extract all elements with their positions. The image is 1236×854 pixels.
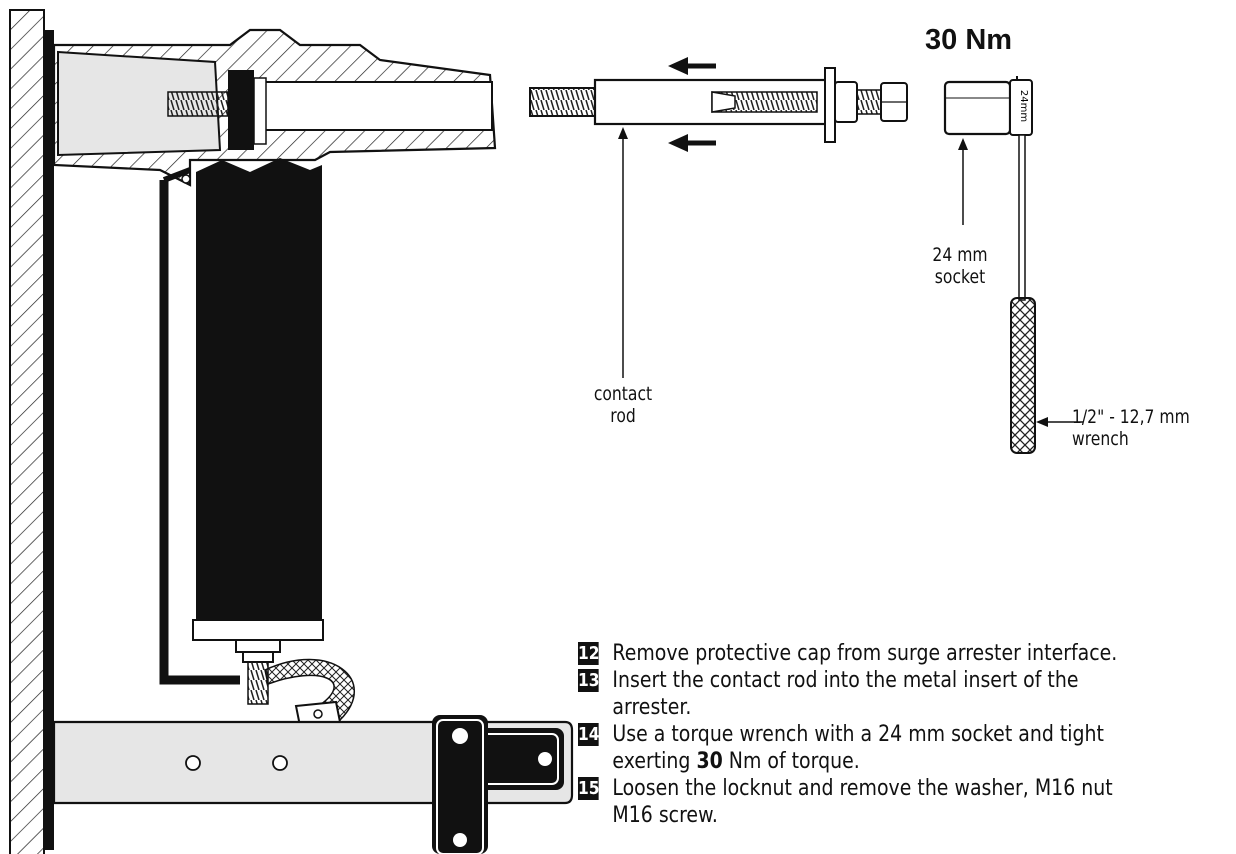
contact-rod-label: contact rod (582, 383, 664, 427)
socket-leader (958, 138, 968, 225)
torque-value: 30 Nm (925, 24, 1013, 56)
surge-arrester (159, 158, 355, 728)
step-number: 13 (578, 669, 600, 692)
contact-rod-leader (618, 127, 628, 378)
contact-rod (529, 67, 908, 143)
instruction-steps: 12 Remove protective cap from surge arre… (578, 640, 1236, 829)
contact-rod-label-line2: rod (610, 405, 636, 427)
wall (9, 9, 54, 854)
mounting-bracket (52, 715, 574, 854)
socket-marking: 24mm (1018, 90, 1029, 122)
step-text-cont: arrester. (612, 695, 692, 720)
step-number: 14 (578, 723, 600, 746)
socket-label-line2: socket (934, 266, 986, 288)
step-number: 12 (578, 642, 600, 665)
step-text-cont: M16 screw. (612, 803, 718, 828)
step-15: 15 Loosen the locknut and remove the was… (578, 775, 1163, 829)
wrench-label: 1/2" - 12,7 mm wrench (1072, 406, 1206, 450)
step-text: Insert the contact rod into the metal in… (612, 668, 1079, 693)
step-number: 15 (578, 777, 600, 800)
torque-wrench (943, 76, 1036, 454)
insert-arrows (668, 57, 716, 152)
step-text-pre: exerting (612, 749, 697, 774)
wrench-label-line1: 1/2" - 12,7 mm (1072, 406, 1190, 428)
step-text-cont: exerting 30 Nm of torque. (612, 748, 1162, 775)
step-13: 13 Insert the contact rod into the metal… (578, 667, 1163, 721)
step-12: 12 Remove protective cap from surge arre… (578, 640, 1163, 667)
step-text: Loosen the locknut and remove the washer… (612, 776, 1113, 801)
step-text-post: Nm of torque. (722, 749, 860, 774)
step-text: Remove protective cap from surge arreste… (612, 641, 1118, 666)
wrench-label-line2: wrench (1072, 428, 1129, 450)
torque-bold: 30 (696, 749, 723, 774)
socket-label: 24 mm socket (919, 244, 1001, 288)
step-14: 14 Use a torque wrench with a 24 mm sock… (578, 721, 1163, 775)
step-text: Use a torque wrench with a 24 mm socket … (612, 722, 1104, 747)
bushing-housing (52, 28, 497, 187)
wrench-leader (1036, 417, 1083, 427)
socket-label-line1: 24 mm (932, 244, 988, 266)
contact-rod-label-line1: contact (593, 383, 653, 405)
